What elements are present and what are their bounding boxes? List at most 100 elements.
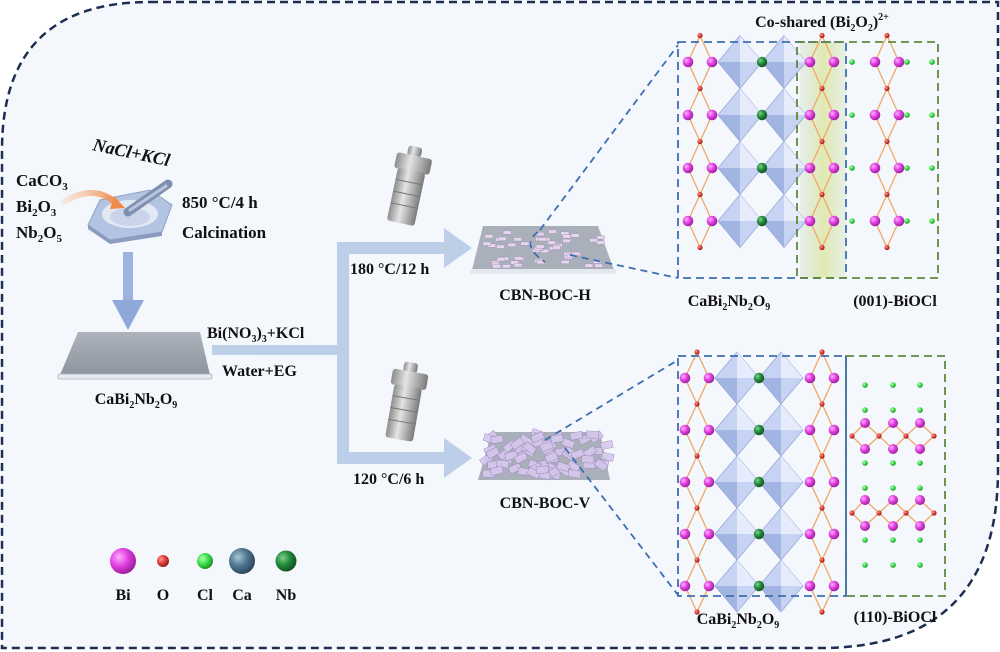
- octahedron-face: [718, 62, 740, 89]
- octahedron-face: [718, 221, 740, 248]
- biocl-nanosheet-flat: [513, 237, 522, 242]
- o-atom: [819, 191, 825, 198]
- biocl-nanosheet-vertical: [510, 436, 525, 451]
- bi-atom: [869, 56, 881, 68]
- precursor-list: CaCO3 Bi2O3 Nb2O5: [16, 171, 68, 245]
- bi-atom: [915, 418, 925, 428]
- cl-atom: [862, 485, 868, 491]
- biocl-nanosheet-vertical: [567, 469, 582, 479]
- biocl-nanosheet-vertical: [566, 459, 581, 474]
- biocl-nanosheet-flat: [496, 244, 505, 249]
- cl-atom: [917, 460, 923, 466]
- o-atom: [884, 85, 890, 92]
- biocl-nanosheet-vertical: [490, 434, 504, 445]
- octahedron-face: [781, 456, 803, 482]
- cl-atom: [917, 562, 923, 568]
- bi-atom: [679, 424, 691, 436]
- octahedron-face: [715, 378, 737, 404]
- biocl-001-box: [796, 41, 939, 279]
- bi-atom: [893, 215, 905, 227]
- biocl-nanosheet-flat: [596, 240, 605, 245]
- o-atom: [697, 85, 703, 92]
- bi-atom: [888, 495, 898, 505]
- biocl-nanosheet-vertical: [599, 440, 614, 451]
- octahedron-face: [762, 62, 784, 89]
- nb-atom: [756, 162, 768, 174]
- cl-atom: [917, 485, 923, 491]
- octahedron-face: [715, 482, 737, 508]
- o-atom: [697, 191, 703, 198]
- octahedron-face: [715, 534, 737, 560]
- solvent-label: Water+EG: [222, 363, 297, 380]
- nb-atom: [753, 528, 765, 540]
- octahedron-face: [759, 482, 781, 508]
- bi-atom: [703, 372, 715, 384]
- bi-atom: [828, 109, 840, 121]
- condition-h: 180 °C/12 h: [350, 261, 429, 278]
- biocl-nanosheet-flat: [584, 263, 594, 268]
- bi-atom: [869, 162, 881, 174]
- biocl-nanosheet-vertical: [556, 461, 571, 473]
- cl-atom: [917, 382, 923, 388]
- bi-atom: [703, 476, 715, 488]
- bi-atom: [706, 162, 718, 174]
- nb-atom: [753, 476, 765, 488]
- nb-atom: [753, 424, 765, 436]
- o-atom: [876, 433, 882, 439]
- cabi2nb2o9-box-top: [677, 41, 847, 279]
- biocl-nanosheet-vertical: [485, 446, 501, 460]
- bi-atom: [828, 528, 840, 540]
- reagents-label: Bi(NO3)3+KCl: [207, 325, 305, 345]
- legend-label: Cl: [197, 587, 214, 604]
- legend-item-o: O: [157, 555, 169, 604]
- o-atom: [931, 510, 937, 516]
- legend-label: Ca: [232, 587, 252, 604]
- crystal-structure-110: [679, 349, 937, 615]
- biocl-nanosheet-flat: [596, 235, 605, 240]
- o-atom: [694, 349, 700, 355]
- cl-atom: [890, 460, 896, 466]
- biocl-nanosheet-flat: [498, 236, 507, 241]
- bi-atom: [804, 56, 816, 68]
- bi-atom: [706, 109, 718, 121]
- cl-atom: [917, 407, 923, 413]
- o-atom: [819, 453, 825, 459]
- cl-atom: [890, 407, 896, 413]
- o-atom: [884, 191, 890, 198]
- calcination-temp: 850 °C/4 h: [182, 193, 258, 212]
- octahedron-face: [781, 508, 803, 534]
- bi-atom: [804, 109, 816, 121]
- bi-atom: [679, 476, 691, 488]
- branch-arrows: [212, 228, 472, 478]
- biocl-nanosheet-flat: [507, 242, 517, 247]
- o-atom: [694, 505, 700, 511]
- o-atom: [876, 510, 882, 516]
- autoclave-icon-bottom: [385, 361, 429, 442]
- o-atom: [694, 453, 700, 459]
- bi-atom: [860, 418, 870, 428]
- octahedron-face: [740, 194, 762, 221]
- cl-atom: [904, 112, 910, 118]
- cl-atom: [849, 112, 855, 118]
- cl-atom: [862, 407, 868, 413]
- o-atom: [819, 138, 825, 145]
- bi-atom: [804, 162, 816, 174]
- o-atom: [884, 244, 890, 251]
- octahedron-face: [781, 352, 803, 378]
- o-atom: [931, 433, 937, 439]
- biocl-nanosheet-flat: [482, 241, 492, 246]
- o-atom: [884, 138, 890, 145]
- biocl-nanosheet-flat: [589, 238, 598, 243]
- octahedron-face: [784, 194, 806, 221]
- bi-atom: [828, 162, 840, 174]
- biocl-nanosheet-vertical: [570, 448, 585, 460]
- biocl-nanosheet-flat: [562, 238, 571, 243]
- product-v-label: CBN-BOC-V: [500, 495, 591, 512]
- biocl-nanosheet-flat: [562, 234, 571, 239]
- bottom-right-label: (110)-BiOCl: [854, 609, 937, 626]
- cl-atom: [890, 562, 896, 568]
- bi-atom: [682, 109, 694, 121]
- biocl-nanosheet-vertical: [513, 451, 529, 465]
- cbn-boc-h-sample: [470, 226, 616, 274]
- bi-atom: [679, 372, 691, 384]
